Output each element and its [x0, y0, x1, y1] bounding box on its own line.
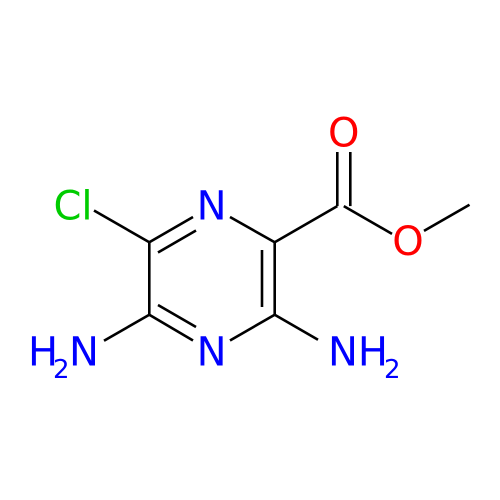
bond-c5-nh2	[103, 313, 150, 342]
bonds	[93, 152, 471, 342]
atom-amine-right: NH 2	[328, 330, 401, 386]
atom-amine-left: H 2 N	[28, 330, 99, 386]
bond-c-oester	[343, 204, 393, 236]
atom-n-ring-bottom: N	[197, 330, 227, 376]
bond-n1-c2	[229, 215, 276, 244]
bond-c3-n4	[229, 313, 276, 342]
bond-c3-nh2	[274, 313, 319, 341]
amine-right-nh: NH	[328, 330, 388, 376]
atom-ester-oxygen: O	[392, 219, 423, 265]
bond-c6-n1-inner	[157, 229, 197, 254]
amine-left-subscript: 2	[53, 355, 70, 385]
bond-oester-ch3	[423, 203, 471, 233]
amine-right-subscript: 2	[384, 355, 401, 385]
amine-left-n: N	[69, 330, 99, 376]
bond-c6-cl	[93, 209, 150, 244]
amine-left-h: H	[28, 330, 58, 376]
bond-c2-cco	[274, 204, 338, 244]
bond-n4-c5	[148, 313, 194, 342]
atom-chlorine: Cl	[53, 184, 92, 230]
bond-c6-n1	[148, 215, 194, 244]
atom-n-ring-top: N	[197, 184, 227, 230]
atom-carbonyl-oxygen: O	[328, 111, 359, 157]
bond-n4-c5-inner	[157, 303, 197, 329]
atom-labels: N N Cl O O H 2 N NH 2	[28, 111, 424, 386]
